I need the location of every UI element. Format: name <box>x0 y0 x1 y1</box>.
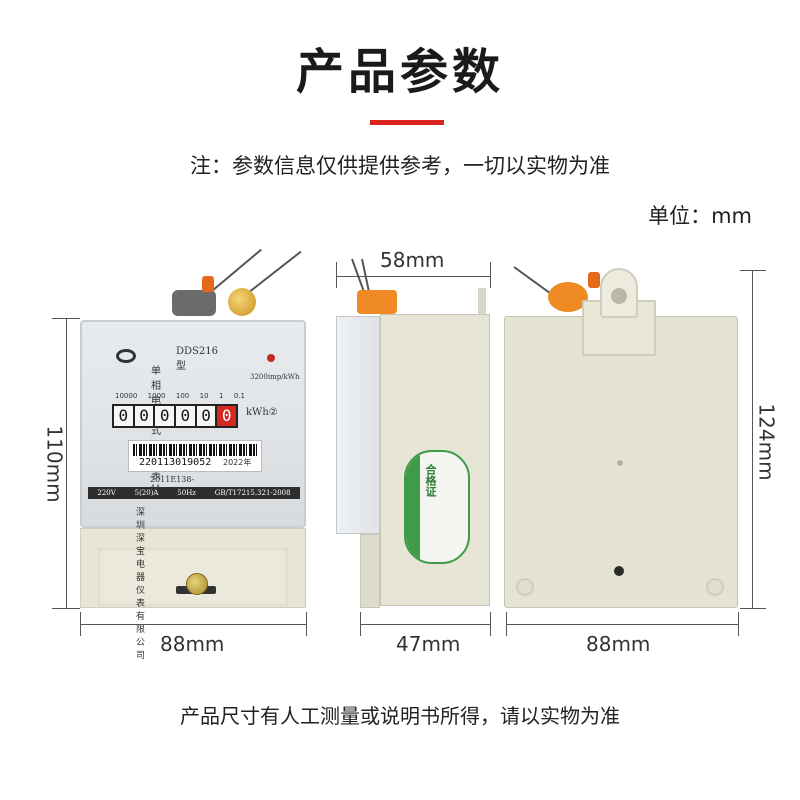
center-mark-icon <box>617 460 623 466</box>
register-tick: 10 <box>199 392 209 400</box>
register-digit: 0 <box>114 406 135 426</box>
sticker-band <box>406 452 420 562</box>
capacitor-icon <box>228 288 256 316</box>
side-cover <box>336 316 380 534</box>
meter-model: DDS216型 <box>176 346 218 372</box>
component-icon <box>172 290 216 316</box>
screw-icon <box>186 573 208 595</box>
back-width-label: 88mm <box>586 632 651 656</box>
spec-standard: GB/T17215.321-2008 <box>214 489 291 497</box>
spec-strip: 220V 5(20)A 50Hz GB/T17215.321-2008 <box>88 487 300 499</box>
register-digit: 0 <box>155 406 177 426</box>
dimension-tick <box>490 612 491 636</box>
impulse-constant: 3200imp/kWh <box>250 373 300 381</box>
dimension-tick <box>80 612 81 636</box>
energy-register: 0 0 0 0 0 0 <box>112 404 238 428</box>
seal-tag-icon <box>548 282 588 312</box>
hang-hook <box>600 268 638 318</box>
dimension-line <box>506 624 738 625</box>
barcode-icon <box>133 444 257 456</box>
dimension-line <box>80 624 306 625</box>
seal-tag-icon <box>357 290 397 314</box>
front-height-label: 110mm <box>42 425 67 503</box>
dimension-line <box>66 318 67 608</box>
register-tick: 1 <box>218 392 224 400</box>
side-depth-label: 47mm <box>396 632 461 656</box>
wire-tip-icon <box>588 272 600 288</box>
mount-hook <box>478 288 486 316</box>
dimension-line <box>336 276 490 277</box>
spec-voltage: 220V <box>97 489 116 497</box>
register-digit: 0 <box>196 406 218 426</box>
sticker-text: 合格证 <box>424 464 437 497</box>
qualification-sticker: 合格证 <box>404 450 470 564</box>
manufacture-year: 2022年 <box>223 458 252 467</box>
dimension-tick <box>306 612 307 636</box>
hang-hole-icon <box>611 288 627 304</box>
dimension-tick <box>740 608 766 609</box>
front-width-label: 88mm <box>160 632 225 656</box>
dimension-line <box>360 624 490 625</box>
dimension-tick <box>336 262 337 288</box>
register-tick: 10000 <box>115 392 138 400</box>
barcode-label: 220113019052 2022年 <box>128 440 262 472</box>
page-title: 产品参数 <box>295 44 504 100</box>
serial-number: 220113019052 <box>139 457 212 468</box>
register-tick: 1000 <box>147 392 166 400</box>
register-tick: 0.1 <box>233 392 245 400</box>
register-digit: 0 <box>176 406 197 426</box>
dimension-tick <box>52 318 80 319</box>
dimension-tick <box>360 612 361 636</box>
register-scale: 10000 1000 100 10 1 0.1 <box>115 392 245 400</box>
dimension-tick <box>738 612 739 636</box>
manufacturer: 深圳深宝电器仪表有限公司 <box>136 508 147 661</box>
wire <box>513 266 551 294</box>
brand-logo-icon <box>116 349 136 363</box>
footer-note: 产品尺寸有人工测量或说明书所得，请以实物为准 <box>180 704 620 728</box>
dimension-tick <box>506 612 507 636</box>
title-underline <box>370 120 444 125</box>
back-height-label: 124mm <box>754 403 779 481</box>
screw-hole-icon <box>614 566 624 576</box>
unit-label: 单位：mm <box>648 204 752 228</box>
register-digit-decimal: 0 <box>217 406 237 426</box>
dimension-tick <box>740 270 766 271</box>
register-digit: 0 <box>134 406 156 426</box>
dimension-tick <box>52 608 80 609</box>
foot-icon <box>706 578 724 596</box>
dimension-line <box>752 270 753 608</box>
pulse-led-icon <box>267 354 275 362</box>
energy-unit: kWh② <box>246 407 278 418</box>
side-terminal <box>360 534 380 608</box>
side-top-label: 58mm <box>380 248 445 272</box>
wire-tip-icon <box>202 276 214 292</box>
spec-current: 5(20)A <box>134 489 159 497</box>
register-tick: 100 <box>175 392 190 400</box>
foot-icon <box>516 578 534 596</box>
spec-frequency: 50Hz <box>177 489 196 497</box>
dimension-tick <box>490 262 491 288</box>
disclaimer-note: 注：参数信息仅供提供参考，一切以实物为准 <box>190 154 610 178</box>
